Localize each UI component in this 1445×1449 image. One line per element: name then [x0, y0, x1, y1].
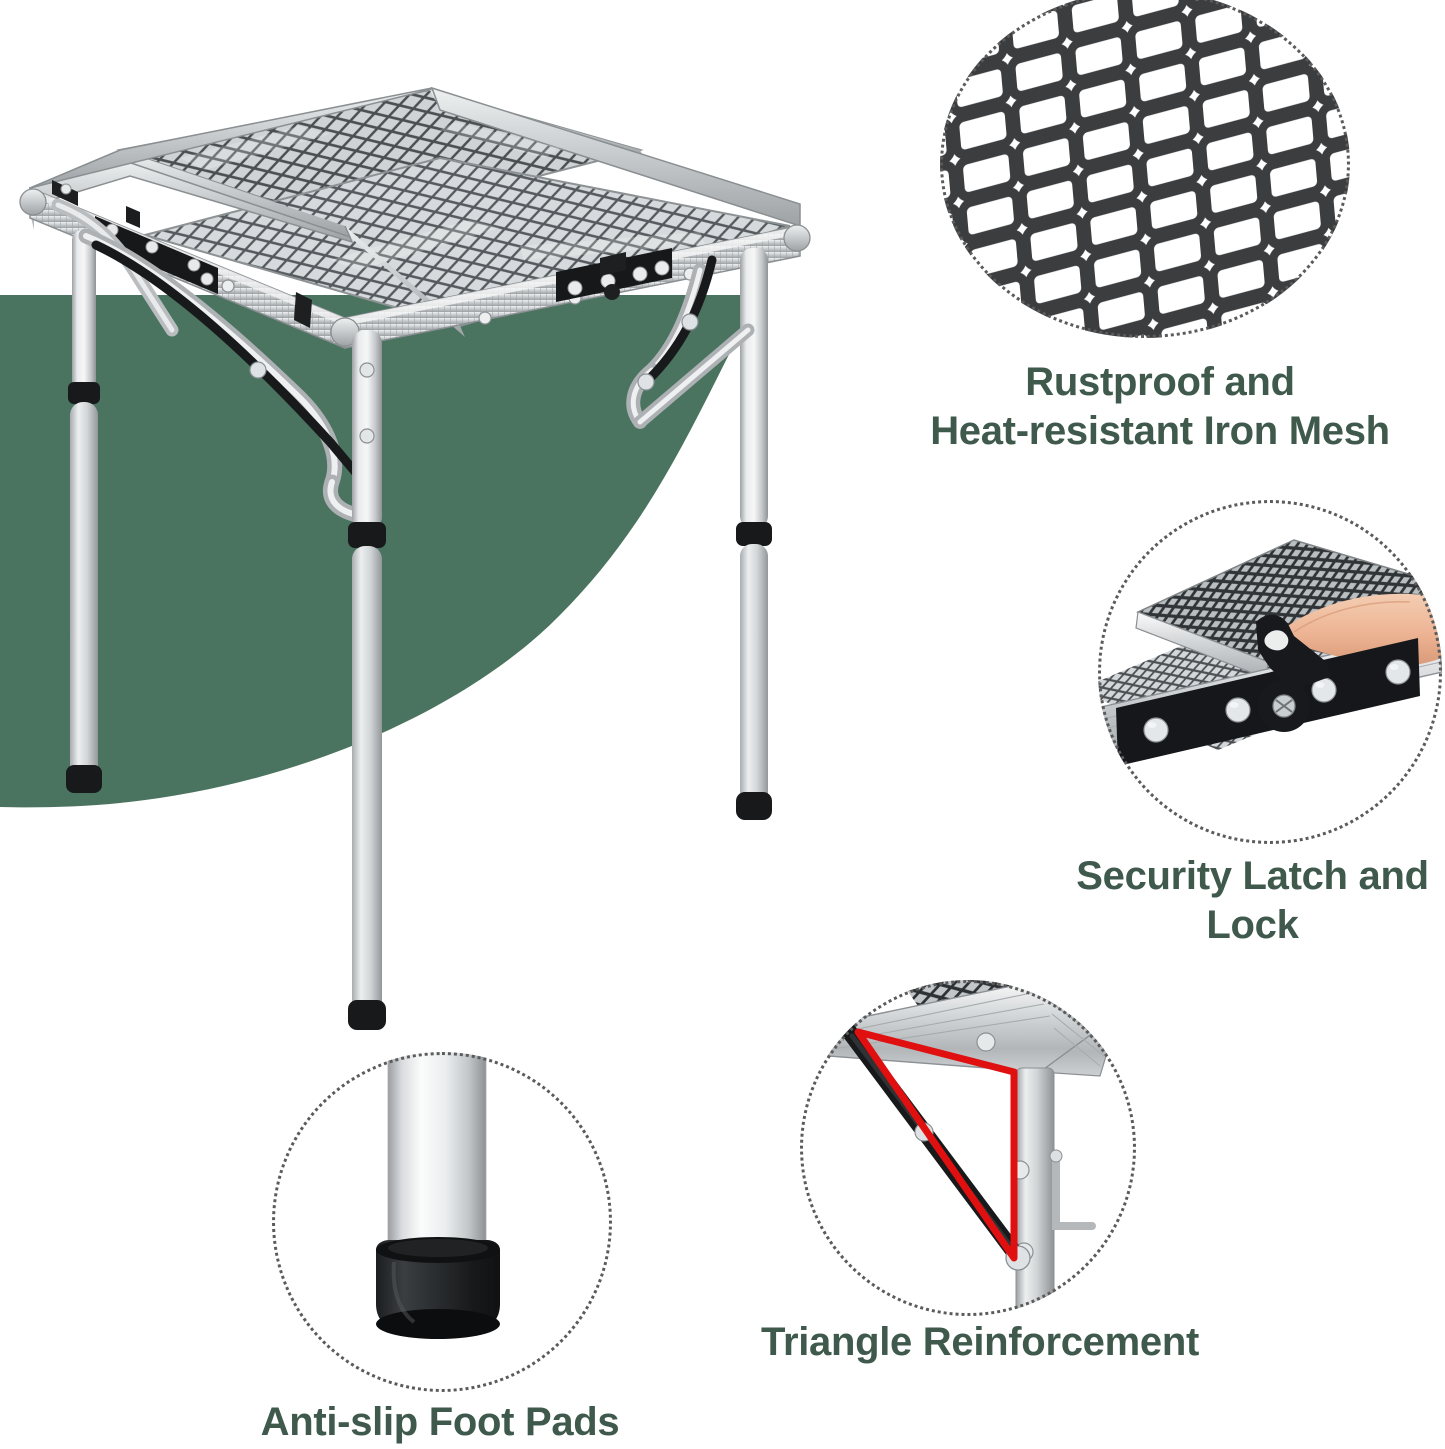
- main-product-photo: [0, 30, 900, 1090]
- callout-ring: [940, 0, 1350, 338]
- foot-pad-icon: [272, 1052, 612, 1392]
- callout-ring: [1098, 500, 1442, 844]
- feature-caption-mesh: Rustproof and Heat-resistant Iron Mesh: [930, 360, 1390, 453]
- mesh-closeup-icon: [940, 0, 1350, 338]
- feature-caption-foot-pads: Anti-slip Foot Pads: [260, 1400, 620, 1444]
- triangle-brace-icon: [800, 980, 1136, 1316]
- latch-closeup-icon: [1098, 500, 1442, 844]
- callout-ring: [800, 980, 1136, 1316]
- feature-caption-latch: Security Latch and Lock: [1076, 854, 1429, 947]
- callout-ring: [272, 1052, 612, 1392]
- feature-caption-triangle: Triangle Reinforcement: [761, 1320, 1199, 1364]
- green-background-shape: [0, 255, 800, 825]
